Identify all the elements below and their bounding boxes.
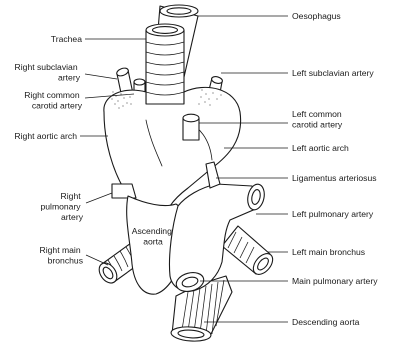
label-left-subclavian-artery: Left subclavian artery [292,68,374,78]
trachea [146,24,184,106]
ligamentus-arteriosus [206,162,220,188]
label-left-aortic-arch: Left aortic arch [292,143,349,153]
label-ligamentus-arteriosus: Ligamentus arteriosus [292,173,377,183]
label-right-aortic-arch: Right aortic arch [14,131,77,141]
label-right-subclavian-artery: Right subclavian artery [15,62,81,83]
left-common-carotid-artery [183,114,199,140]
label-descending-aorta: Descending aorta [292,317,360,327]
label-oesophagus: Oesophagus [292,11,341,21]
label-right-common-carotid-artery: Right common carotid artery [24,90,82,111]
label-left-common-carotid-artery: Left common carotid artery [292,109,344,130]
label-trachea: Trachea [51,34,82,44]
label-right-pulmonary-artery: Right pulmonary artery [40,191,83,222]
label-main-pulmonary-artery: Main pulmonary artery [292,276,378,286]
label-left-pulmonary-artery: Left pulmonary artery [292,209,374,219]
right-pulmonary-artery [112,184,136,198]
label-right-main-bronchus: Right main bronchus [40,245,83,266]
label-left-main-bronchus: Left main bronchus [292,247,365,257]
